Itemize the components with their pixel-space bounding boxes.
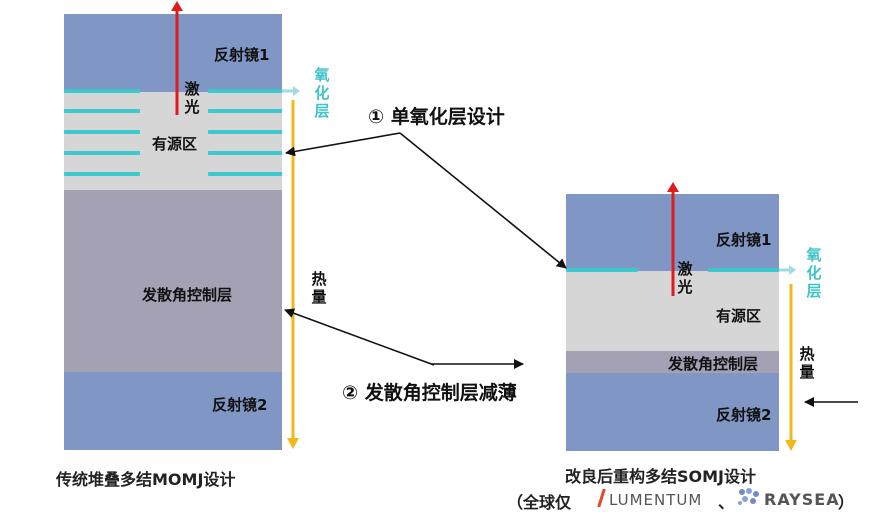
annotation-single-oxide: ① 单氧化层设计 (368, 106, 505, 128)
left-oxide-label: 氧化层 (314, 66, 330, 120)
left-divergence-label: 发散角控制层 (142, 286, 233, 304)
left-oxide-pointer (282, 86, 300, 96)
brand-separator: 、 (718, 493, 735, 512)
left-oxide-line (208, 172, 282, 176)
left-divergence-layer (64, 190, 282, 372)
left-oxide-line (208, 89, 282, 93)
right-divergence-label: 发散角控制层 (668, 355, 759, 373)
left-caption: 传统堆叠多结MOMJ设计 (56, 470, 236, 489)
left-oxide-line (64, 89, 140, 93)
right-mirror2-label: 反射镜2 (716, 406, 772, 424)
right-mirror2-layer (566, 373, 779, 451)
left-mirror2-layer (64, 372, 282, 450)
right-caption: 改良后重构多结SOMJ设计 (565, 467, 757, 486)
right-heat-arrow (785, 284, 797, 451)
right-oxide-pointer (779, 265, 796, 275)
left-laser-label: 激光 (184, 80, 200, 116)
right-divergence-layer (566, 351, 779, 373)
left-oxide-line (64, 172, 140, 176)
lumentum-logo-icon (596, 488, 608, 508)
raysea-logo-icon (736, 486, 762, 508)
annotation1-arrows (285, 132, 567, 269)
annotation-divergence-thinning: ② 发散角控制层减薄 (342, 382, 517, 404)
right-note-close: ） (838, 493, 855, 512)
brand-lumentum: LUMENTUM (609, 491, 703, 509)
left-active-label: 有源区 (152, 135, 198, 153)
left-mirror1-layer (64, 14, 282, 92)
left-oxide-line (208, 109, 282, 113)
left-heat-arrow (287, 100, 299, 449)
right-note-open: （全球仅 (507, 493, 572, 512)
right-heat-label: 热量 (799, 345, 815, 381)
left-laser-arrow (171, 1, 183, 115)
left-oxide-line (64, 109, 140, 113)
left-oxide-line (64, 151, 140, 155)
right-oxide-line (708, 268, 779, 272)
left-heat-label: 热量 (311, 270, 327, 306)
right-active-label: 有源区 (716, 307, 762, 325)
brand-raysea: RAYSEA (764, 490, 840, 509)
left-oxide-line (208, 151, 282, 155)
left-mirror2-label: 反射镜2 (212, 396, 268, 414)
right-oxide-line (566, 268, 638, 272)
right-laser-arrow (667, 182, 679, 296)
right-laser-label: 激光 (677, 260, 693, 296)
left-oxide-line (208, 130, 282, 134)
right-oxide-label: 氧化层 (806, 246, 822, 300)
right-mirror1-label: 反射镜1 (716, 231, 772, 249)
annotation2-arrows (284, 308, 524, 369)
left-oxide-line (64, 130, 140, 134)
left-mirror1-label: 反射镜1 (214, 46, 270, 64)
